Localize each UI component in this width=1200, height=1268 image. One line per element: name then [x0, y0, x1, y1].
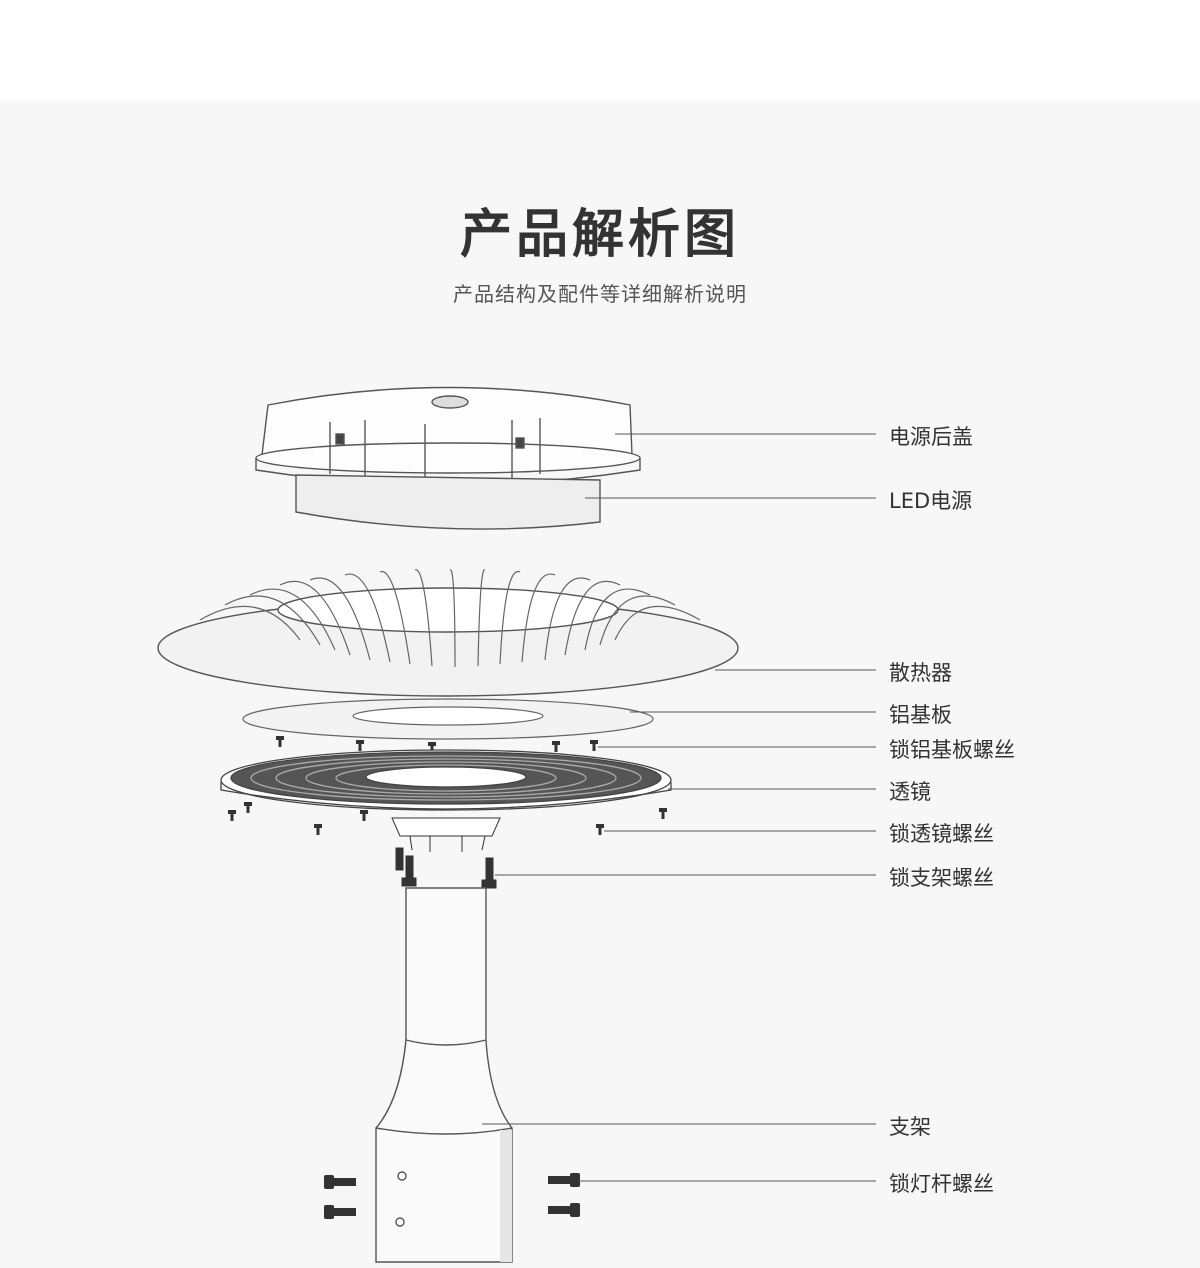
power-cover-drawing	[255, 386, 641, 486]
label-pole-screw: 锁灯杆螺丝	[889, 1172, 994, 1196]
page-subtitle: 产品结构及配件等详细解析说明	[453, 282, 747, 306]
bracket-drawing	[375, 887, 513, 1263]
leader-lines	[482, 433, 876, 1182]
bracket-screws-drawing	[391, 817, 501, 889]
label-aluminum-plate: 铝基板	[889, 703, 952, 727]
page-title: 产品解析图	[459, 205, 740, 265]
label-heatsink: 散热器	[889, 661, 952, 685]
lens-drawing	[220, 749, 672, 811]
label-plate-screw: 锁铝基板螺丝	[889, 738, 1015, 762]
label-power-cover: 电源后盖	[889, 425, 973, 449]
label-bracket-screw: 锁支架螺丝	[889, 866, 994, 890]
top-band	[0, 0, 1200, 100]
aluminum-plate-drawing	[242, 698, 654, 740]
led-driver-drawing	[295, 474, 601, 530]
label-led-driver: LED电源	[889, 489, 973, 513]
pole-screws-drawing	[324, 1173, 580, 1219]
label-lens: 透镜	[889, 780, 931, 804]
label-bracket: 支架	[889, 1115, 931, 1139]
heatsink-drawing	[157, 569, 739, 697]
label-lens-screw: 锁透镜螺丝	[889, 822, 994, 846]
